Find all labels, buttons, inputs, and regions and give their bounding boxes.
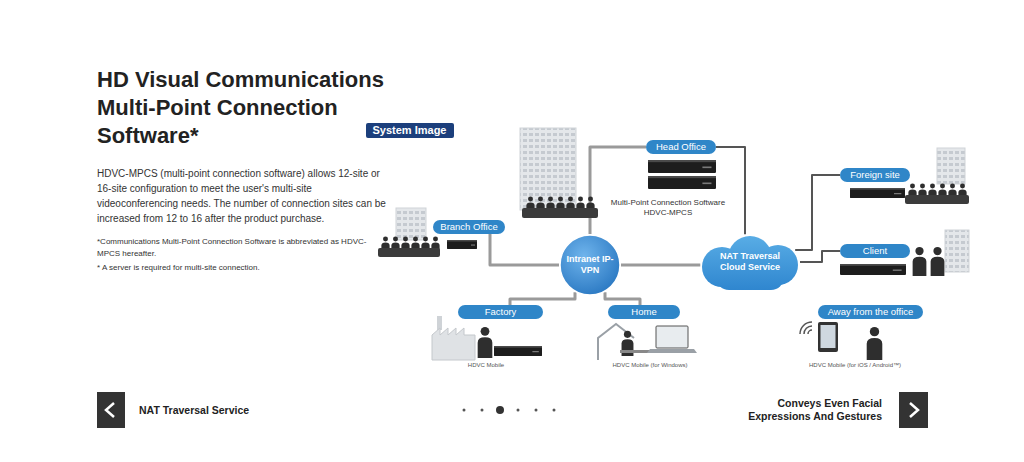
wireless-wave — [804, 326, 812, 334]
server-unit — [648, 176, 716, 189]
video-terminal — [494, 346, 542, 356]
office-building — [396, 208, 426, 240]
network-link — [716, 147, 745, 234]
wireless-wave — [800, 322, 812, 334]
node-label: Branch Office — [440, 221, 497, 233]
laptop-screen — [656, 326, 688, 348]
footnote: *Communications Multi-Point Connection S… — [97, 236, 375, 260]
node-label: Home — [631, 306, 656, 318]
network-link — [590, 147, 646, 234]
network-link — [605, 292, 640, 305]
pager-dot — [517, 409, 520, 412]
footnote: * A server is required for multi-site co… — [97, 262, 375, 274]
video-terminal — [447, 240, 477, 249]
section-tag: System Image — [366, 123, 454, 138]
person-figure — [913, 247, 927, 276]
chevron-right — [910, 403, 918, 417]
server-unit — [648, 160, 716, 173]
node-label: Away from the office — [828, 306, 914, 318]
network-link — [800, 251, 840, 262]
cloud-service: NAT Traversal Cloud Service — [700, 234, 800, 290]
chevron-left — [106, 403, 114, 417]
site-pill: Foreign site — [840, 168, 910, 182]
pager-dot — [553, 409, 556, 412]
office-building — [937, 148, 965, 184]
node-label: Client — [863, 245, 887, 257]
house-outline — [598, 324, 634, 360]
intro-paragraph: HDVC-MPCS (multi-point connection softwa… — [97, 166, 387, 226]
device-caption: HDVC Mobile — [450, 362, 522, 369]
pager-dot-active — [496, 406, 504, 414]
person-figure — [867, 327, 883, 360]
office-building — [945, 230, 969, 272]
network-link — [490, 234, 559, 265]
pager-dot — [535, 409, 538, 412]
network-link — [621, 264, 700, 267]
tablet-body — [818, 322, 838, 352]
conference-table — [378, 248, 440, 257]
network-link — [510, 292, 575, 305]
pager-dot — [481, 409, 484, 412]
nav-next-label: Conveys Even Facial Expressions And Gest… — [737, 397, 882, 423]
video-terminal — [850, 188, 905, 198]
device-caption: HDVC Mobile (for iOS / Android™) — [800, 362, 910, 369]
person-figure — [931, 247, 945, 276]
site-pill: Factory — [458, 305, 543, 319]
device-caption: HDVC Mobile (for Windows) — [610, 362, 690, 369]
conference-table — [522, 208, 598, 218]
network-circle: Intranet IP-VPN — [559, 234, 621, 296]
pager-dot — [463, 409, 466, 412]
network-link — [795, 175, 840, 250]
node-label: NAT Traversal Cloud Service — [710, 251, 790, 273]
person-figure — [478, 327, 493, 358]
page-title: HD Visual Communications Multi-Point Con… — [97, 66, 397, 150]
tablet-screen — [821, 325, 836, 348]
nav-next-button — [899, 392, 928, 428]
nav-previous-label: NAT Traversal Service — [139, 404, 339, 417]
site-pill: Head Office — [646, 140, 716, 154]
video-terminal — [840, 264, 906, 275]
nav-previous-button — [97, 392, 125, 428]
node-label: Head Office — [656, 141, 706, 153]
site-pill: Client — [840, 244, 910, 258]
factory-building — [432, 328, 475, 360]
network-circle-fill — [560, 235, 620, 295]
node-label: Factory — [485, 306, 517, 318]
site-pill: Branch Office — [433, 220, 505, 234]
conference-table — [905, 195, 969, 204]
software-caption: Multi-Point Connection Software HDVC-MPC… — [600, 198, 736, 218]
node-label: Intranet IP-VPN — [565, 254, 615, 276]
site-pill: Away from the office — [818, 305, 923, 319]
site-pill: Home — [608, 305, 680, 319]
node-label: System Image — [373, 124, 447, 137]
laptop-base — [647, 349, 697, 353]
node-label: Foreign site — [850, 169, 900, 181]
wireless-wave — [808, 330, 812, 334]
cloud-fill — [702, 236, 798, 290]
